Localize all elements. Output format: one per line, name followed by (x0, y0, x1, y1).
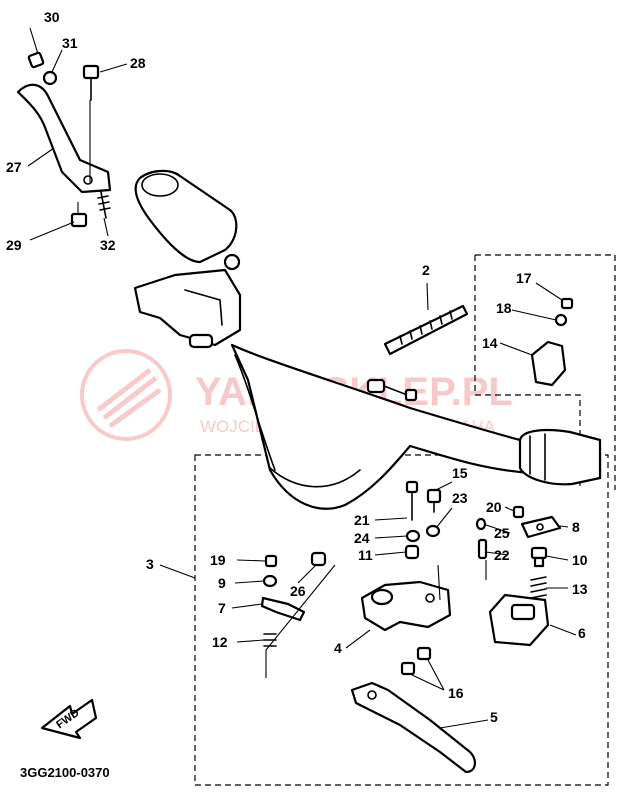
callout-21: 21 (354, 512, 370, 528)
left-grip (134, 169, 238, 264)
watermark-logo (80, 349, 172, 441)
washer-9 (262, 574, 278, 588)
screw-32 (97, 191, 111, 219)
callout-3: 3 (146, 556, 154, 572)
washer-31 (42, 70, 58, 86)
screw-19 (264, 554, 278, 568)
spring-13 (530, 576, 547, 599)
callout-11: 11 (358, 547, 373, 563)
callout-4: 4 (334, 640, 342, 656)
callout-28: 28 (130, 55, 146, 71)
callout-9: 9 (218, 575, 226, 591)
cable-tie (383, 304, 469, 356)
pin-25 (475, 517, 487, 531)
callout-2: 2 (422, 262, 430, 278)
callout-25: 25 (494, 525, 510, 541)
bracket-7 (260, 596, 306, 622)
bolt-15 (426, 488, 442, 513)
handlebar (230, 343, 602, 510)
callout-26: 26 (290, 583, 306, 599)
plunger-10 (530, 546, 548, 568)
callout-13: 13 (572, 581, 588, 597)
callout-31: 31 (62, 35, 78, 51)
bolt-30 (27, 51, 45, 69)
callout-23: 23 (452, 490, 468, 506)
switch-bracket (530, 340, 567, 387)
callout-5: 5 (490, 709, 498, 725)
nuts-16 (400, 646, 432, 676)
callout-30: 30 (44, 9, 60, 25)
leader-lines (27, 27, 577, 729)
collar-11 (404, 544, 420, 560)
washer-24 (405, 529, 421, 543)
callouts: 2 3 4 5 6 7 8 9 10 11 12 13 14 15 16 17 … (6, 9, 588, 725)
brake-lever-5 (350, 681, 476, 774)
switch-body-6 (488, 593, 550, 647)
pin-22 (477, 538, 488, 560)
left-lever-holder (133, 253, 242, 349)
lever-holder-4 (360, 580, 452, 632)
clutch-lever (16, 83, 112, 194)
callout-16: 16 (448, 685, 464, 701)
right-switch (518, 429, 602, 486)
callout-29: 29 (6, 237, 22, 253)
callout-15: 15 (452, 465, 468, 481)
callout-6: 6 (578, 625, 586, 641)
callout-20: 20 (486, 499, 502, 515)
cap-26 (310, 551, 327, 567)
washer-23 (425, 524, 441, 538)
lever-assembly-frame (194, 454, 609, 786)
screw-20 (512, 505, 525, 519)
callout-17: 17 (516, 270, 532, 286)
part-code: 3GG2100-0370 (20, 765, 110, 780)
plate-8 (520, 515, 562, 539)
callout-10: 10 (572, 552, 588, 568)
cable-end (366, 378, 418, 402)
callout-12: 12 (212, 634, 228, 650)
nut-29 (70, 212, 88, 228)
screw-17 (560, 297, 574, 310)
fwd-arrow-icon: FWD (40, 698, 98, 740)
callout-7: 7 (218, 600, 226, 616)
callout-27: 27 (6, 159, 22, 175)
bolt-28 (82, 64, 100, 101)
callout-22: 22 (494, 547, 510, 563)
callout-14: 14 (482, 335, 498, 351)
bolt-21 (405, 480, 419, 521)
callout-8: 8 (572, 519, 580, 535)
callout-18: 18 (496, 300, 512, 316)
callout-24: 24 (354, 530, 370, 546)
callout-19: 19 (210, 552, 226, 568)
washer-18 (554, 313, 568, 327)
callout-32: 32 (100, 237, 116, 253)
watermark-logo-mark (96, 368, 162, 429)
